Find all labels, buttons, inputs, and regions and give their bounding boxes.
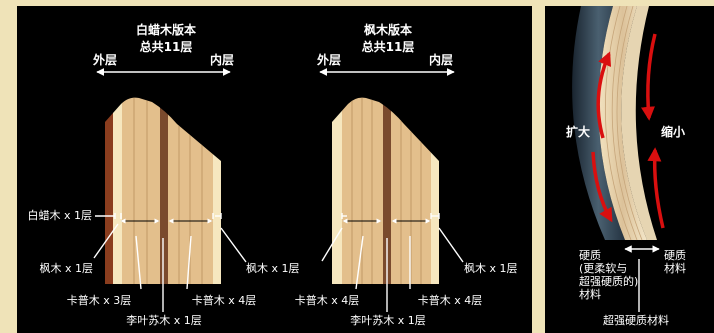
hard-line2: 材料: [664, 261, 686, 275]
bend-panel: 扩大 缩小 硬质 (更柔软与 超强硬质的) 材料 硬质 材料 超强硬质材料: [545, 6, 714, 333]
lamination-panel: 白蜡木版本 总共11层 外层 内层 白蜡木 x 1层 枫木 x 1层 卡普木 x…: [17, 6, 532, 333]
shrink-arrow-down: [641, 33, 657, 121]
ash-label-capur-left: 卡普木 x 3层: [67, 293, 132, 307]
ash-inner-label: 内层: [210, 52, 234, 67]
ash-outer-label: 外层: [93, 52, 117, 67]
maple-inner-layer: [431, 97, 439, 284]
shrink-arrow-up: [647, 147, 665, 229]
hard-soft-line2: (更柔软与: [579, 261, 627, 275]
capur-left-layers: [342, 97, 383, 284]
hard-soft-line3: 超强硬质的): [579, 274, 638, 288]
ash-label-capur-right: 卡普木 x 4层: [192, 293, 257, 307]
hard-line1: 硬质: [664, 249, 686, 262]
expand-arrow-up: [596, 51, 612, 139]
ash-label-lignum: 李叶苏木 x 1层: [126, 313, 202, 327]
capur-left-layers: [122, 97, 160, 284]
lignum-layer: [160, 97, 168, 284]
hard-soft-line4: 材料: [579, 287, 601, 301]
maple-outer-layer: [332, 97, 342, 284]
maple-outer-layer: [113, 97, 122, 284]
super-hard-label: 超强硬质材料: [603, 313, 669, 327]
ash-label-maple-outer: 枫木 x 1层: [39, 261, 93, 275]
maple-label-maple-inner: 枫木 x 1层: [464, 261, 518, 275]
ash-label-maple-inner: 枫木 x 1层: [246, 261, 300, 275]
maple-label-capur-left: 卡普木 x 4层: [295, 293, 360, 307]
lignum-layer: [383, 97, 391, 284]
expand-arrow-down: [591, 151, 613, 223]
lamination-diagram: 白蜡木版本 总共11层 外层 内层 白蜡木 x 1层 枫木 x 1层 卡普木 x…: [27, 22, 518, 327]
ash-layer: [105, 97, 113, 284]
ash-label-ash: 白蜡木 x 1层: [27, 208, 92, 222]
maple-board-stack: [332, 97, 439, 284]
bend-diagram: 扩大 缩小 硬质 (更柔软与 超强硬质的) 材料 硬质 材料 超强硬质材料: [566, 6, 686, 327]
maple-title-2: 总共11层: [362, 39, 415, 54]
shrink-label: 缩小: [661, 124, 685, 139]
maple-inner-label: 内层: [429, 52, 453, 67]
inner-hard-strip: [621, 6, 657, 240]
maple-inner-layer: [213, 97, 221, 284]
expand-label: 扩大: [566, 124, 590, 139]
maple-label-capur-right: 卡普木 x 4层: [418, 293, 483, 307]
capur-right-layers: [168, 97, 213, 284]
ash-title-2: 总共11层: [140, 39, 193, 54]
maple-outer-label: 外层: [317, 52, 341, 67]
ash-title-1: 白蜡木版本: [136, 22, 196, 37]
hard-soft-line1: 硬质: [579, 249, 601, 262]
maple-title-1: 枫木版本: [364, 22, 412, 37]
maple-label-lignum: 李叶苏木 x 1层: [350, 313, 426, 327]
